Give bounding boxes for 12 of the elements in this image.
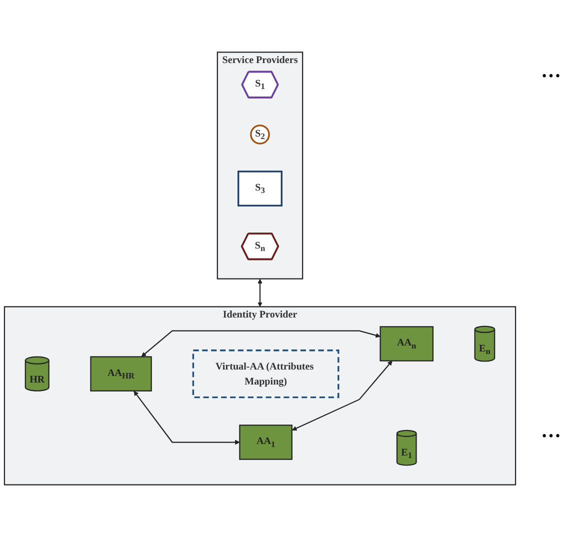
node-circle: S$_{2}$: [250, 124, 270, 144]
node-box: AA$_{n}$: [380, 326, 434, 362]
node-box: S$_{3}$: [238, 170, 282, 206]
node-box: AA$_{1}$: [239, 424, 292, 460]
ellipsis-label: …: [541, 420, 561, 443]
arrow: [141, 330, 380, 357]
arrow: [134, 390, 240, 445]
arrow: [292, 360, 392, 431]
node-box: Virtual-AA (Attributes Mapping): [192, 350, 340, 398]
arrow: [258, 278, 262, 307]
node-box: AA$_{HR}$: [90, 356, 152, 392]
ellipsis-label: …: [541, 60, 561, 83]
